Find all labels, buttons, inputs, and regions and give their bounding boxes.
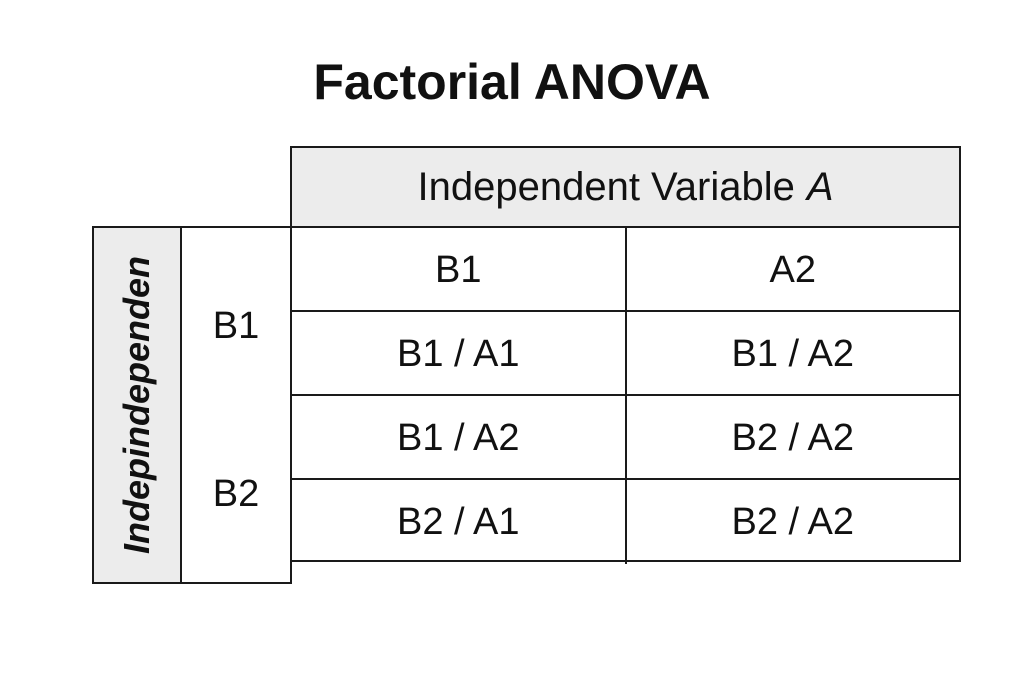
level-b2-label: B2 — [212, 473, 260, 515]
grid-row: B1 / A2 B2 / A2 — [292, 394, 959, 480]
grid-row: B2 / A1 B2 / A2 — [292, 478, 959, 564]
header-label: Independent Variable — [417, 164, 795, 209]
header-variable: A — [806, 164, 834, 209]
grid-cell: A2 — [624, 228, 960, 312]
b-levels-column: B1 B2 — [180, 226, 292, 584]
grid-cell: B2 / A1 — [396, 500, 520, 543]
grid-cell: B1 / A2 — [396, 416, 520, 459]
independent-variable-a-header: Independent Variable A — [290, 146, 961, 228]
grid-cell: B2 / A2 — [624, 396, 960, 480]
side-header-label: Indepindependen — [116, 255, 157, 555]
independent-variable-b-side-header: Indepindependen — [92, 226, 182, 584]
grid-row: B1 A2 — [292, 228, 959, 312]
page-title: Factorial ANOVA — [313, 54, 711, 110]
level-b1-label: B1 — [212, 305, 260, 347]
factorial-design-grid: B1 A2 B1 / A1 B1 / A2 B1 / A2 B2 / A2 B2… — [290, 226, 961, 564]
grid-row: B1 / A1 B1 / A2 — [292, 310, 959, 396]
grid-cell: B1 / A1 — [396, 332, 520, 375]
grid-cell: B2 / A2 — [624, 480, 960, 564]
grid-cell: B1 — [435, 248, 482, 291]
grid-cell: B1 / A2 — [624, 312, 960, 396]
